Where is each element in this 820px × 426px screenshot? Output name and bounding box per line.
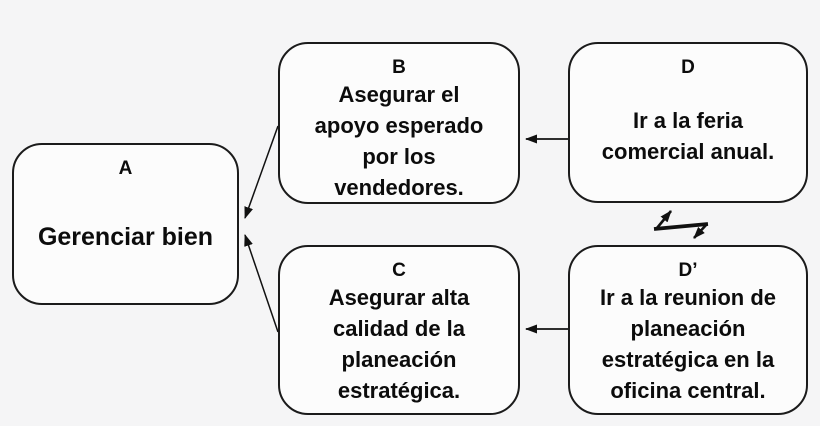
node-d-prime-text: Ir a la reunion de planeación estratégic… bbox=[599, 285, 777, 403]
node-d-text: Ir a la feria comercial anual. bbox=[601, 108, 775, 164]
node-a: A Gerenciar bien bbox=[12, 143, 239, 305]
conflict-zigzag-icon bbox=[653, 210, 709, 239]
node-b-label: B bbox=[392, 57, 406, 78]
node-a-text: Gerenciar bien bbox=[37, 223, 214, 251]
node-a-label: A bbox=[118, 158, 133, 179]
node-c: C Asegurar alta calidad de la planeación… bbox=[278, 245, 520, 415]
node-d: D Ir a la feria comercial anual. bbox=[568, 42, 808, 203]
arrow-c-to-a bbox=[244, 234, 279, 333]
node-b: B Asegurar el apoyo esperado por los ven… bbox=[278, 42, 520, 204]
node-d-label: D bbox=[681, 57, 695, 78]
node-c-text: Asegurar alta calidad de la planeación e… bbox=[328, 285, 470, 403]
arrow-b-to-a bbox=[244, 125, 279, 219]
node-d-prime-label: D’ bbox=[678, 260, 698, 281]
node-b-text: Asegurar el apoyo esperado por los vende… bbox=[314, 82, 484, 200]
node-c-label: C bbox=[392, 260, 406, 281]
node-d-prime: D’ Ir a la reunion de planeación estraté… bbox=[568, 245, 808, 415]
